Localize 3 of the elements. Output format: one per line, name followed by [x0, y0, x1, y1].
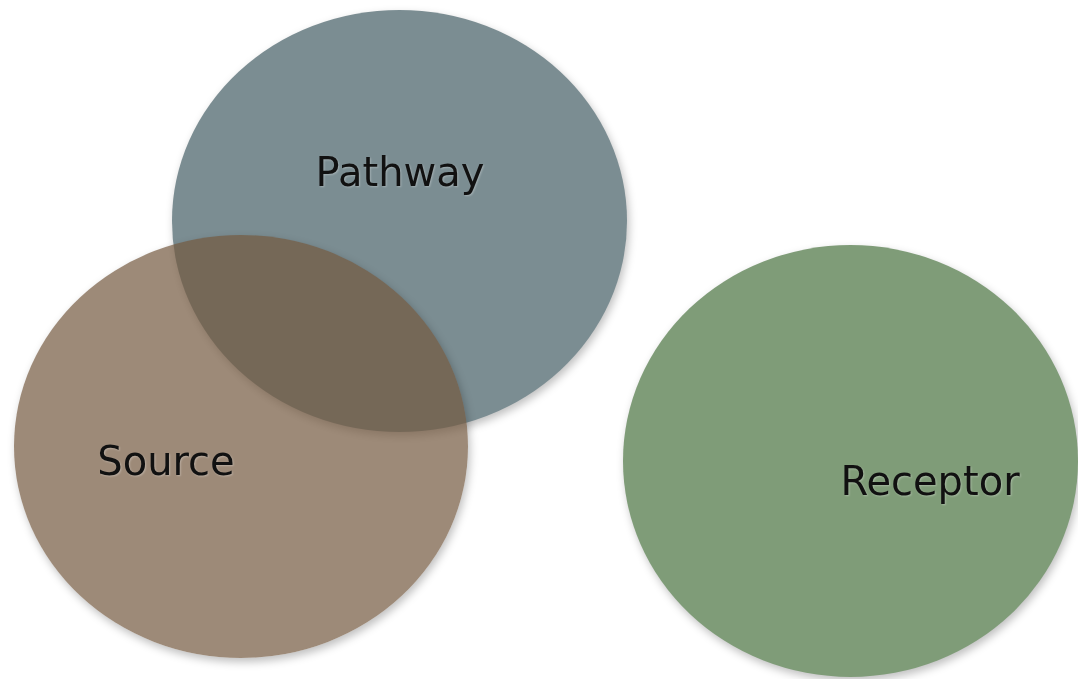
circle-label: Receptor [840, 458, 1020, 504]
circle-label: Source [97, 438, 235, 484]
circle-label: Pathway [315, 149, 485, 195]
